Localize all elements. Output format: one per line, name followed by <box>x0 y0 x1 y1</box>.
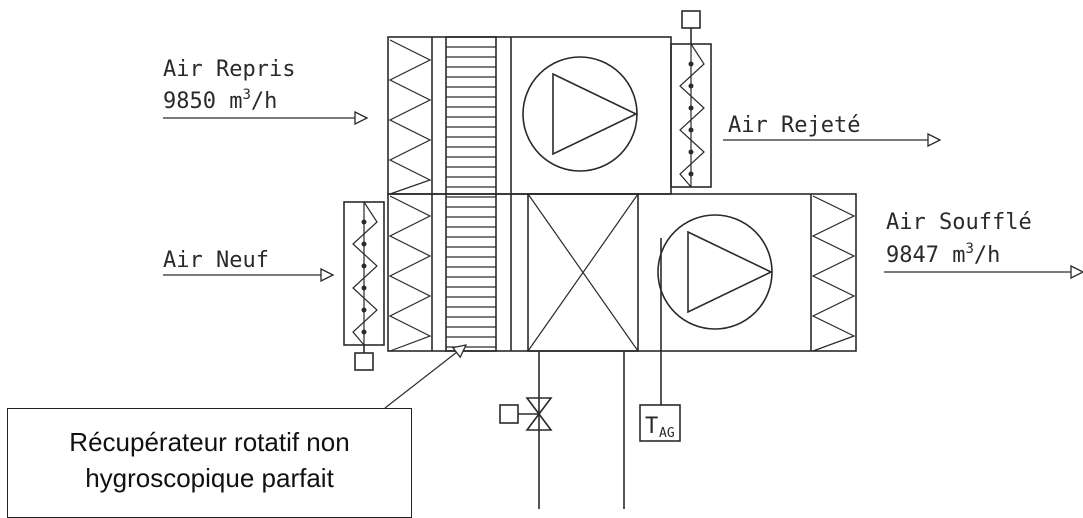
label-air-rejete: Air Rejeté <box>728 113 860 138</box>
extract-filter <box>388 39 432 195</box>
supply-filter <box>388 195 432 352</box>
label-air-repris: Air Repris <box>163 57 295 82</box>
fresh-air-preheater <box>343 201 385 371</box>
label-air-repris-flow: 9850 m3/h <box>163 87 277 114</box>
exhaust-heater <box>670 10 712 188</box>
extract-fan <box>522 56 638 172</box>
sensor-label-main: T <box>645 414 658 439</box>
label-air-souffle-flow: 9847 m3/h <box>886 241 1000 268</box>
callout-line-1: Récupérateur rotatif non <box>69 427 350 457</box>
temperature-sensor: T AG <box>639 238 681 442</box>
callout-line-2: hygroscopique parfait <box>85 463 334 493</box>
callout-box: Récupérateur rotatif non hygroscopique p… <box>7 408 412 518</box>
callout-leader-line <box>384 345 466 409</box>
sensor-label-sub: AG <box>659 426 675 441</box>
label-air-neuf: Air Neuf <box>163 248 269 273</box>
label-air-souffle: Air Soufflé <box>886 210 1032 235</box>
supply-fan <box>657 214 773 330</box>
cooling-coil <box>527 193 639 352</box>
final-filter <box>811 195 856 352</box>
control-valve <box>499 397 553 431</box>
extract-casing <box>387 36 672 195</box>
